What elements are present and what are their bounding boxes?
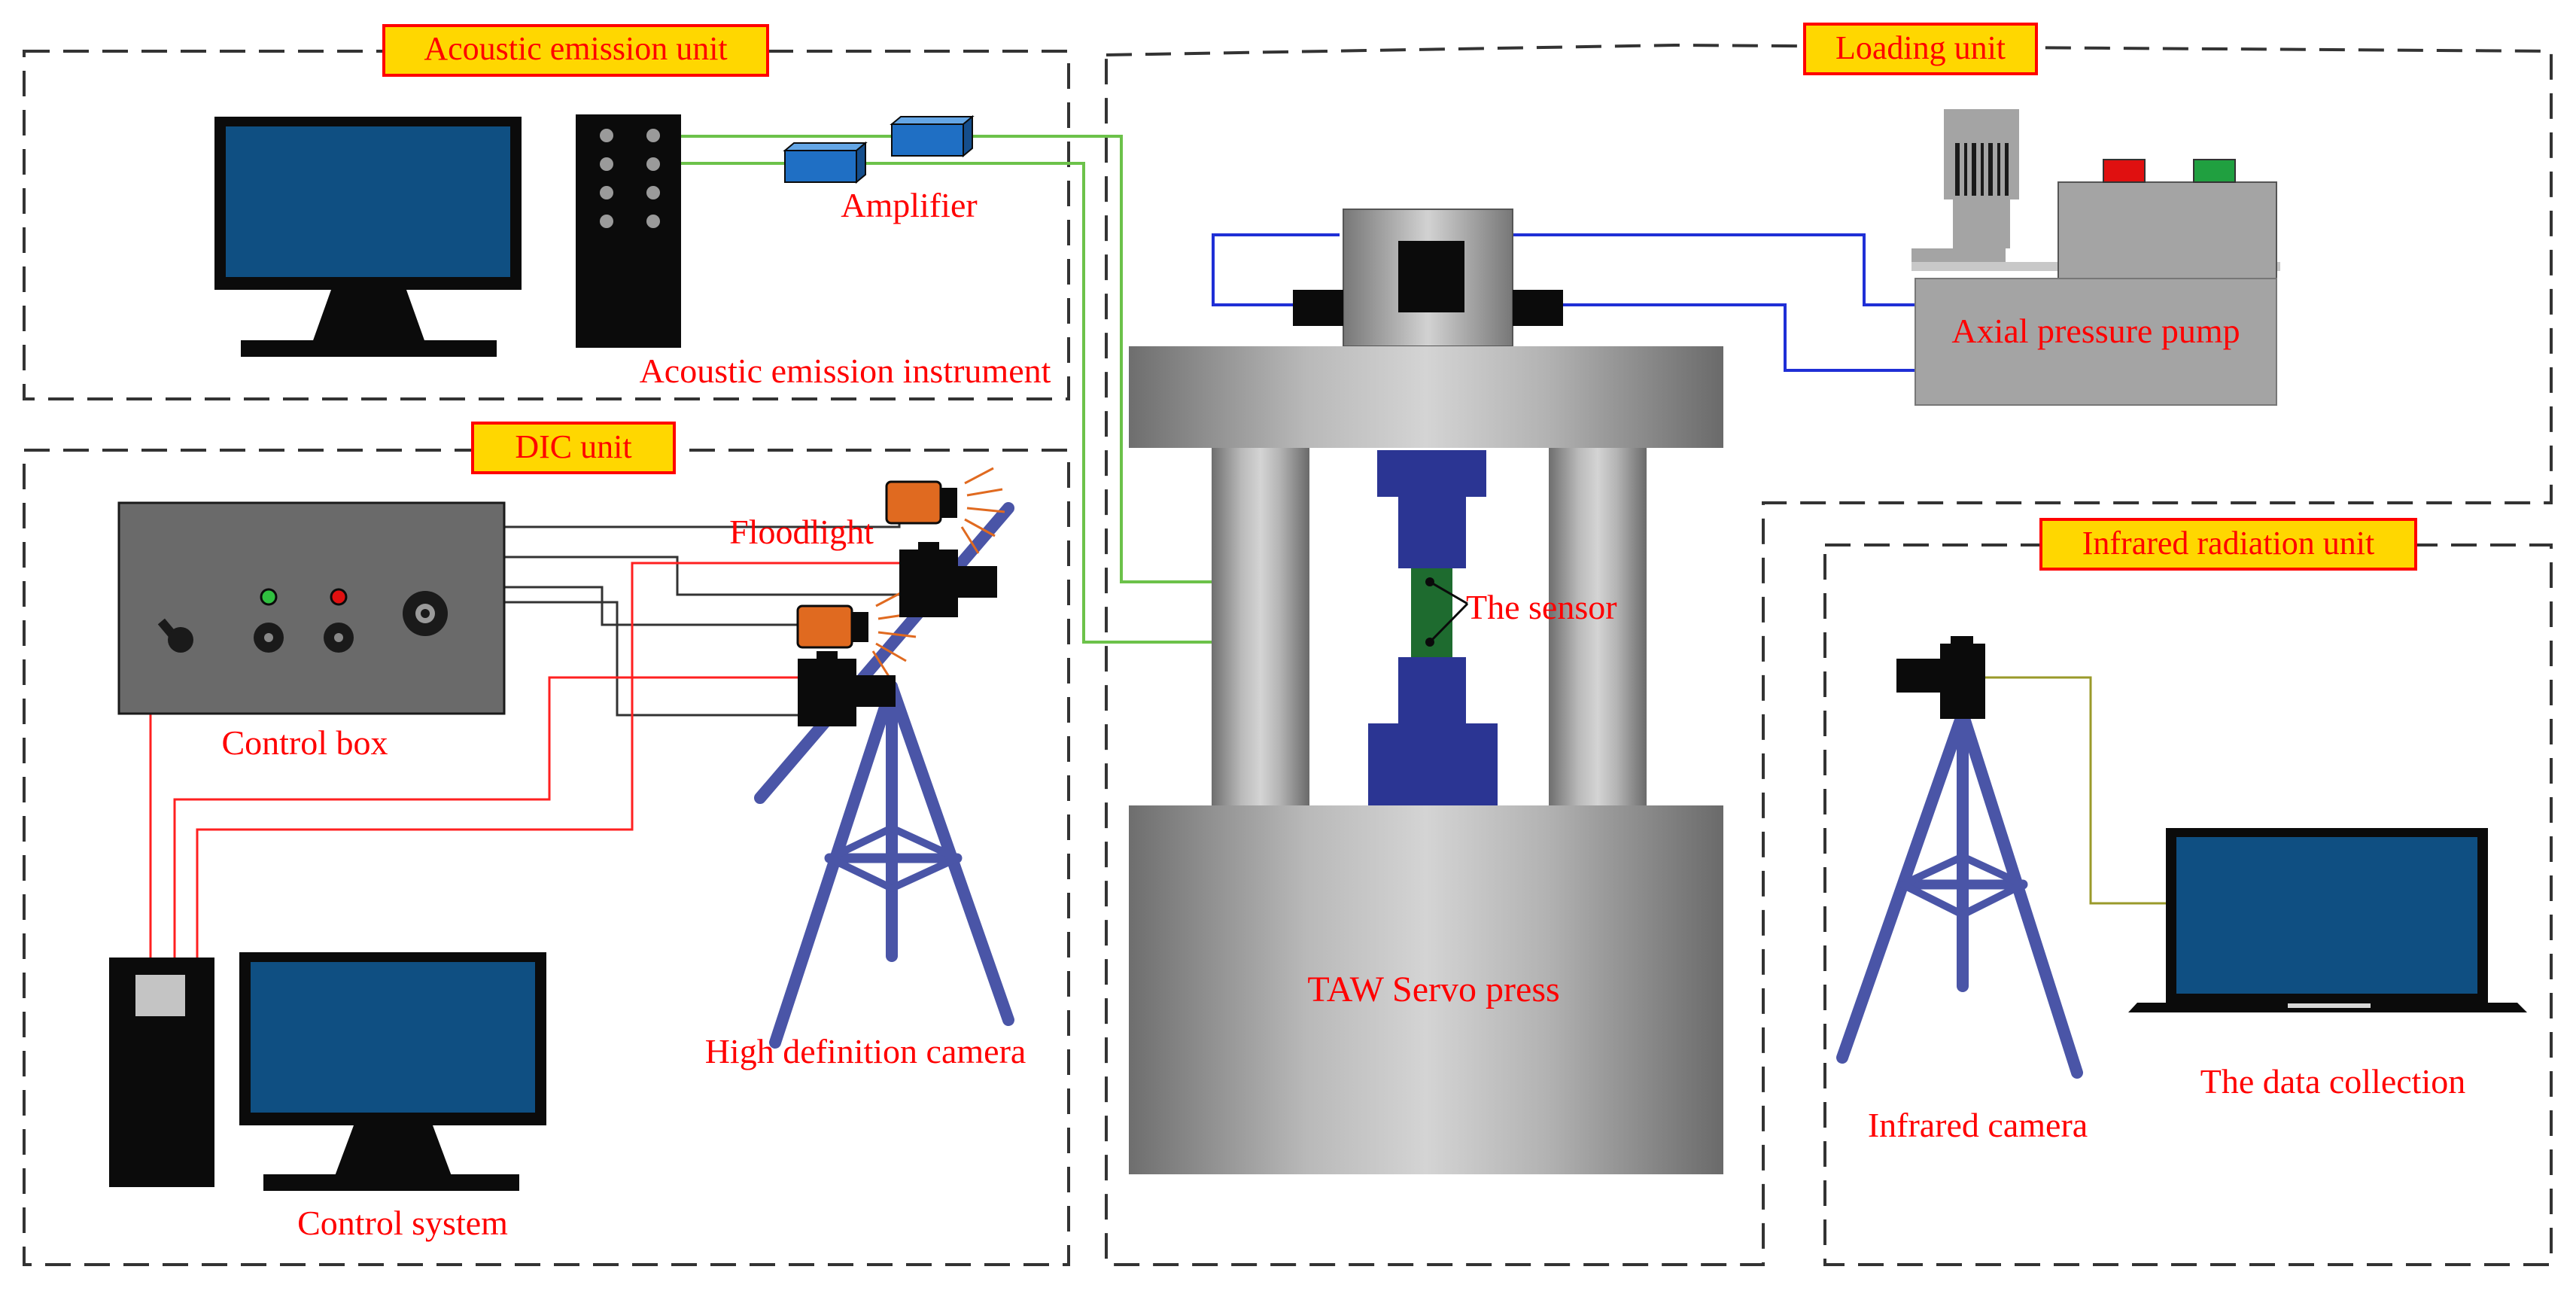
lower-clamp-base <box>1368 723 1498 805</box>
red-wire-2 <box>173 676 798 958</box>
servo-press <box>1129 209 1723 1174</box>
ae-instrument-ports <box>600 129 660 228</box>
unit-titles: Acoustic emission unit Loading unit DIC … <box>382 23 2417 571</box>
pump-green-button <box>2193 159 2236 183</box>
pump-motor-ribs <box>1955 143 2009 196</box>
dic-tripod-arm <box>754 502 1014 804</box>
dic-wire-2 <box>504 556 899 596</box>
press-base <box>1129 805 1723 1174</box>
infrared-tripod <box>1836 708 2083 1079</box>
dic-tripod <box>754 502 1014 1049</box>
ae-instrument-label: Acoustic emission instrument <box>640 352 1051 390</box>
data-collection-label: The data collection <box>2200 1062 2466 1101</box>
acoustic-unit-frame <box>23 50 1070 400</box>
pump-wire-1 <box>1513 233 1915 306</box>
ae-monitor-screen <box>226 126 510 277</box>
infrared-unit-title: Infrared radiation unit <box>2082 525 2375 562</box>
infrared-camera-label: Infrared camera <box>1868 1106 2088 1144</box>
infrared-title-box <box>2039 518 2417 571</box>
press-left-connector <box>1293 290 1343 326</box>
amplifier-label: Amplifier <box>841 186 977 224</box>
dic-unit-title: DIC unit <box>515 428 631 465</box>
control-box-label: Control box <box>221 723 388 762</box>
floodlight-top <box>885 467 1005 554</box>
axial-pressure-pump <box>1911 109 2280 406</box>
hd-camera-bottom <box>798 651 896 726</box>
data-collection-laptop <box>2128 828 2527 1012</box>
ae-instrument <box>576 114 681 348</box>
axial-pump-label: Axial pressure pump <box>1951 312 2240 350</box>
control-system-tower <box>109 958 214 1187</box>
pump-wire-2 <box>1513 303 1915 372</box>
pump-red-button <box>2103 159 2146 183</box>
control-system-label: Control system <box>297 1204 508 1242</box>
control-system-monitor <box>239 952 546 1191</box>
infrared-camera <box>1896 636 1985 719</box>
lower-clamp <box>1398 657 1466 723</box>
press-top-crossbeam <box>1129 346 1723 448</box>
hd-camera-label: High definition camera <box>705 1032 1026 1070</box>
upper-clamp-head <box>1377 450 1486 497</box>
press-right-connector <box>1513 290 1563 326</box>
ir-wire <box>1979 676 2167 905</box>
control-box <box>117 501 506 715</box>
control-box-green-led <box>260 588 278 606</box>
dic-title-box <box>471 422 676 474</box>
ae-monitor <box>214 117 522 357</box>
press-left-column <box>1212 448 1309 805</box>
control-box-red-led <box>330 588 348 606</box>
upper-clamp <box>1398 497 1466 568</box>
hd-camera-top <box>899 542 997 617</box>
laptop-screen <box>2176 837 2477 994</box>
loading-title-box <box>1803 23 2038 75</box>
pump-base <box>1915 278 2277 406</box>
amplifiers <box>783 114 975 184</box>
red-wire-3 <box>196 562 899 958</box>
press-right-column <box>1549 448 1647 805</box>
control-system-screen <box>251 962 535 1113</box>
pump-control-housing <box>2057 181 2277 279</box>
amplifier-1 <box>784 150 857 183</box>
floodlight-label: Floodlight <box>729 513 874 551</box>
pump-wire-left <box>1212 233 1340 306</box>
dic-wire-4 <box>504 601 798 717</box>
floodlight-rays-top <box>960 467 1005 554</box>
acoustic-title-box <box>382 24 769 77</box>
amplifier-2 <box>891 123 964 157</box>
acoustic-unit-title: Acoustic emission unit <box>424 30 727 67</box>
press-label: TAW Servo press <box>1307 970 1559 1009</box>
sensor-label: The sensor <box>1466 588 1617 626</box>
dic-wire-3 <box>504 586 798 626</box>
loading-unit-title: Loading unit <box>1835 29 2006 66</box>
